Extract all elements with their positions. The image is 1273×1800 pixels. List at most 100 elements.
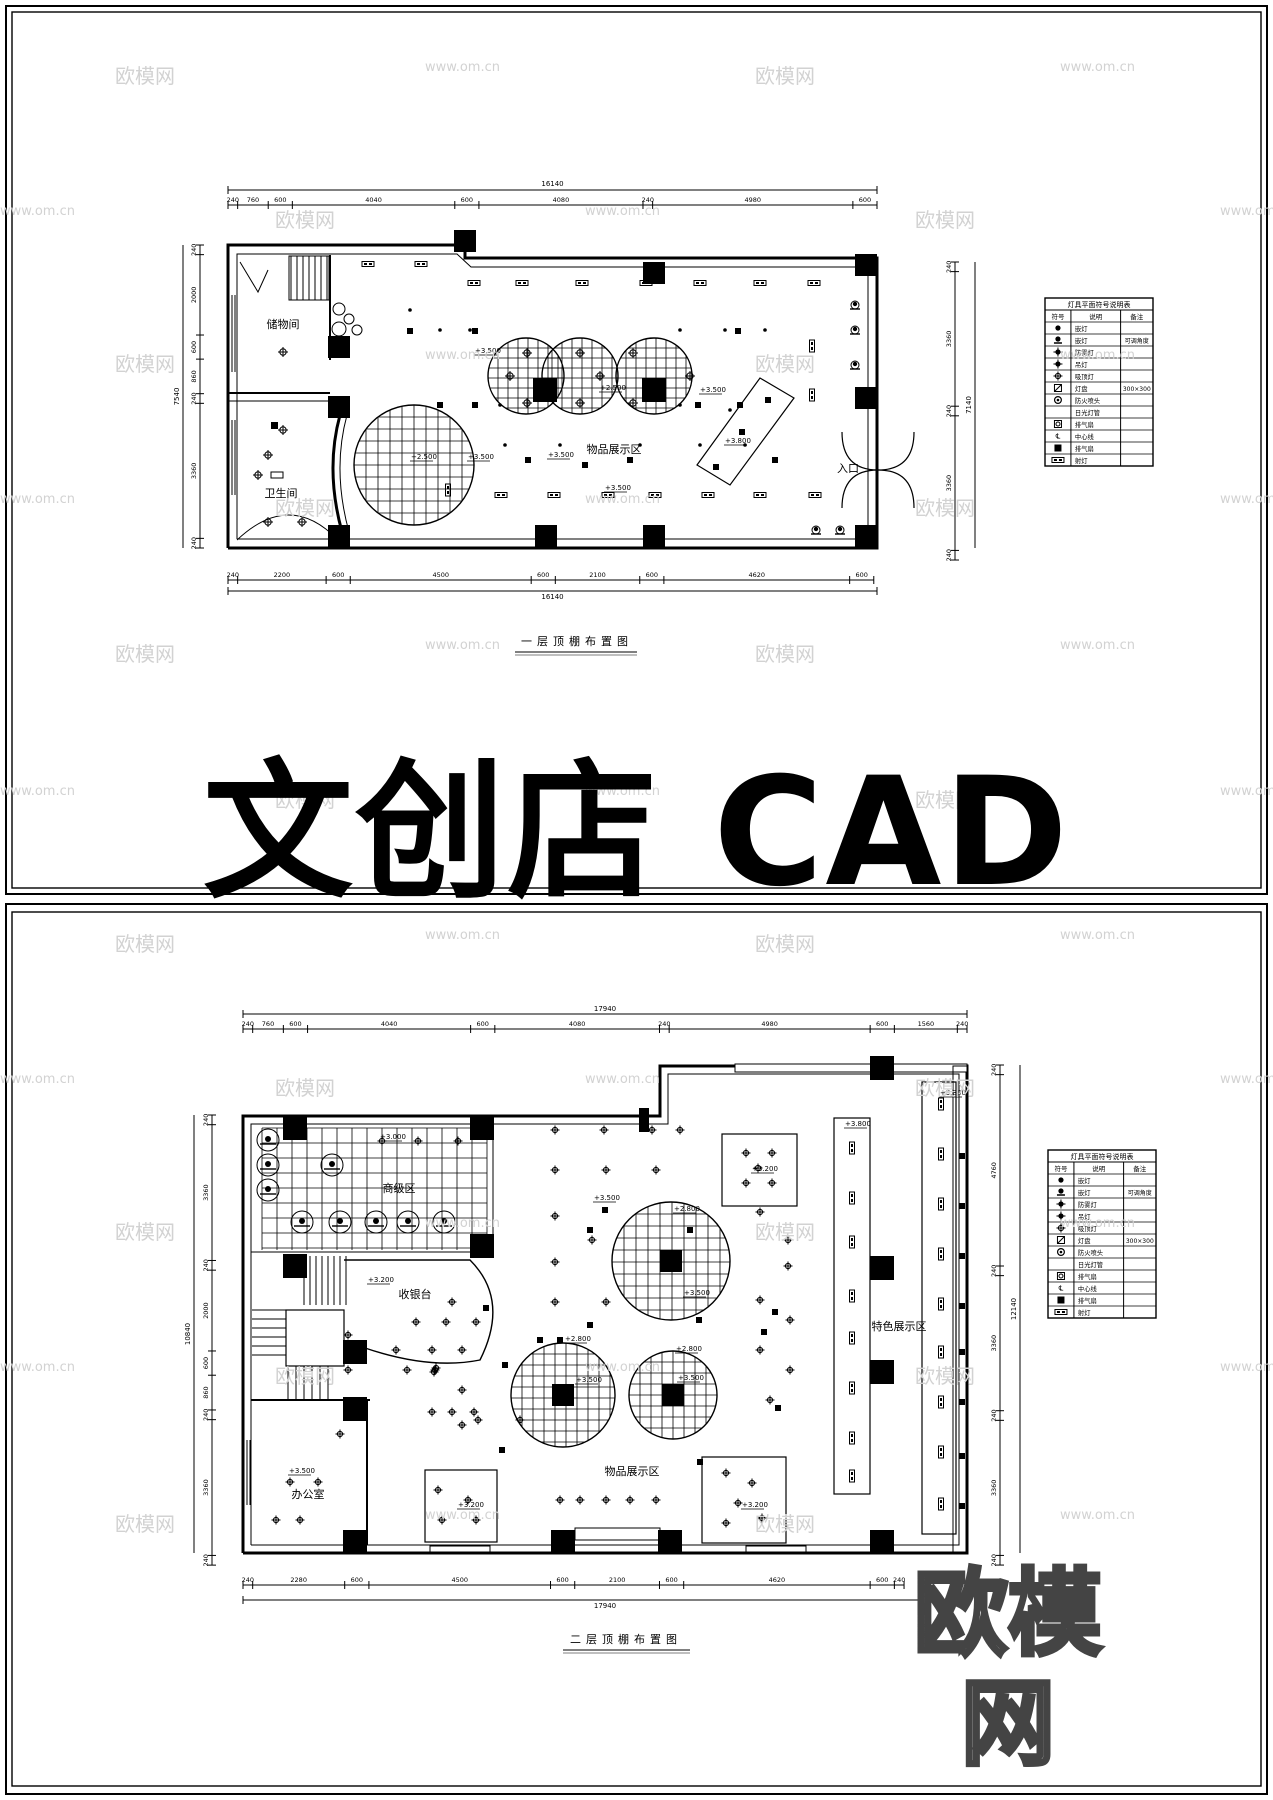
fluorescent-lamp-icon: [361, 261, 375, 267]
dimension-label: 4620: [748, 571, 765, 579]
dimension-label: 3360: [945, 475, 953, 492]
window: [745, 1545, 807, 1554]
ceiling-lamp-core: [299, 1218, 305, 1224]
elevation-label: +3.500: [548, 451, 574, 459]
ceiling-lamp-core: [405, 1218, 411, 1224]
column-block: [470, 1234, 494, 1258]
drawing-title: 一层顶棚布置图: [521, 634, 633, 648]
fluorescent-lamp-icon: [938, 1345, 944, 1359]
stair-outline: [288, 255, 330, 301]
dimension-total: 7540: [173, 388, 181, 406]
dimension-label: 240: [202, 1554, 210, 1566]
legend-item-label: 中心线: [1078, 1284, 1098, 1293]
column-block: [283, 1254, 307, 1278]
legend-item-label: 嵌灯: [1078, 1176, 1091, 1185]
display-stand: [701, 1456, 787, 1544]
lamp-tube: [940, 1150, 942, 1153]
decor-circle: [332, 302, 346, 316]
spotlight-icon: [697, 1459, 703, 1465]
dimension-label: 2280: [290, 1576, 307, 1584]
downlight-icon: [468, 328, 472, 332]
spotlight-icon: [959, 1349, 965, 1355]
lamp-tube: [523, 282, 526, 284]
pendant-block: [660, 1250, 682, 1272]
elevation-label: +3.500: [475, 347, 501, 355]
lamp-tube: [550, 494, 553, 496]
lamp-tube: [578, 282, 581, 284]
spotlight-icon: [739, 429, 745, 435]
lamp-tube: [940, 1255, 942, 1258]
column-block: [643, 262, 665, 284]
lamp-tube: [447, 486, 449, 489]
fluorescent-lamp-icon: [849, 1235, 855, 1249]
elevation-label: +3.500: [468, 453, 494, 461]
dot-icon: [1055, 325, 1061, 331]
elevation-label: +3.500: [576, 1376, 602, 1384]
lamp-tube: [940, 1448, 942, 1451]
legend-symbol-part: [1056, 398, 1060, 402]
spotlight-icon: [472, 328, 478, 334]
dimension-label: 240: [190, 392, 198, 404]
dimension-total: 10840: [184, 1323, 192, 1345]
sprinkler-icon: [1056, 1248, 1065, 1257]
legend-header: 备注: [1130, 312, 1144, 321]
dimension-label: 240: [990, 1265, 998, 1277]
decor-circle: [343, 313, 355, 325]
fluorescent-lamp-icon: [639, 280, 653, 286]
legend-item-label: 吊灯: [1078, 1212, 1091, 1221]
room-label-entrance: 入口: [837, 462, 859, 475]
dimension-total: 16140: [541, 593, 563, 601]
lamp-tube: [940, 1398, 942, 1401]
legend-item-label: 排气扇: [1078, 1272, 1097, 1281]
legend-item-label: 防火喷头: [1078, 1248, 1103, 1257]
lamp-tube: [851, 1439, 853, 1442]
decor-circle: [351, 324, 363, 336]
lamp-tube: [851, 1384, 853, 1387]
watermark-url: www.om.cn: [0, 784, 75, 799]
dimension-total: 17940: [594, 1005, 616, 1013]
legend-symbol-part: [1058, 459, 1062, 461]
spotlight-icon: [627, 457, 633, 463]
ceiling-dome-outline: [615, 337, 693, 415]
dimension-label: 3360: [945, 331, 953, 348]
ceiling-lamp-core: [852, 301, 858, 307]
ceiling-lamp-core: [337, 1218, 343, 1224]
lamp-tube: [940, 1300, 942, 1303]
legend-title: 灯具平面符号说明表: [1071, 1152, 1134, 1161]
watermark-url: www.om.cn: [425, 348, 500, 363]
spotlight-icon: [772, 457, 778, 463]
spotlight-icon: [959, 1399, 965, 1405]
downlight-icon: [698, 443, 702, 447]
dimension-label: 600: [876, 1020, 888, 1028]
bathroom-fixture-arc: [236, 514, 339, 541]
elevation-label: +3.000: [380, 1133, 406, 1141]
elevation-label: +3.800: [940, 1089, 966, 1097]
ceiling-lamp-core: [441, 1218, 447, 1224]
spotlight-icon: [737, 402, 743, 408]
lamp-tube: [940, 1105, 942, 1108]
watermark-url: www.om.cn: [585, 784, 660, 799]
dimension-label: 3360: [190, 463, 198, 480]
display-dome-grid: [354, 405, 474, 525]
display-stand: [721, 1133, 798, 1207]
fluorescent-lamp-icon: [601, 492, 615, 498]
dimension-label: 4760: [990, 1162, 998, 1179]
column-block: [283, 1116, 307, 1140]
watermark-logo: 欧模网: [915, 1076, 975, 1100]
legend-item-label: 防雾灯: [1078, 1200, 1098, 1209]
watermark-url: www.om.cn: [1060, 60, 1135, 75]
feature-shelf: [921, 1081, 957, 1535]
dimension-label: 1560: [918, 1020, 935, 1028]
lamp-tube: [811, 342, 813, 345]
spotlight-icon: [959, 1203, 965, 1209]
dot-icon: [1058, 1177, 1064, 1183]
sheet-border-inner: [11, 911, 1262, 1787]
fluorescent-lamp-icon: [938, 1197, 944, 1211]
spotlight-icon: [772, 1309, 778, 1315]
lamp-tube: [642, 282, 645, 284]
watermark-logo: 欧模网: [115, 642, 175, 666]
spotlight-icon: [582, 462, 588, 468]
elevation-label: +2.800: [674, 1205, 700, 1213]
ceiling-lamp-icon: [256, 1153, 280, 1177]
fluorescent-lamp-icon: [414, 261, 428, 267]
